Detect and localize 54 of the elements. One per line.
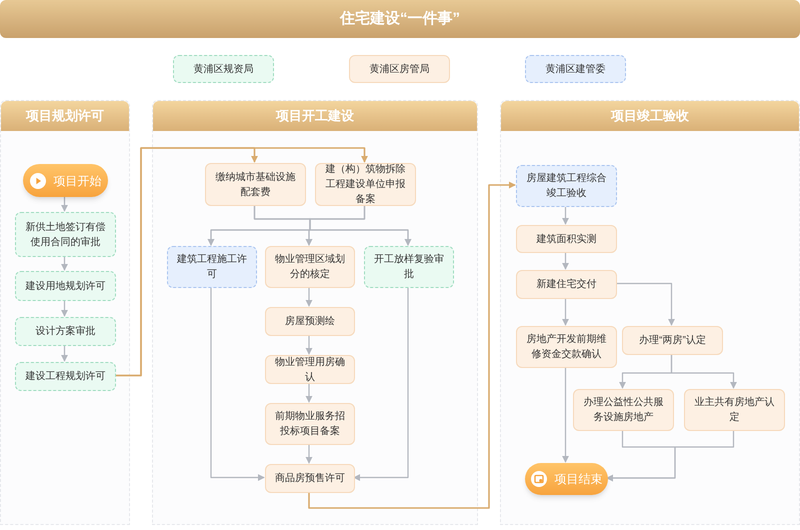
connector-arrow — [61, 256, 68, 271]
end-pill — [525, 463, 608, 495]
connector-arrow — [670, 354, 737, 389]
process-box: 建（构）筑物拆除工程建设单位申报备案 — [315, 163, 416, 206]
process-box: 办理公益性公共服务设施房地产 — [573, 389, 674, 431]
connector-arrow — [306, 287, 312, 307]
connector-arrow — [306, 383, 312, 403]
swimlane-panel — [152, 100, 478, 525]
pill-label: 项目开始 — [54, 172, 102, 190]
process-box: 房屋预测绘 — [265, 307, 355, 336]
connector-arrow — [562, 298, 569, 326]
title-bar: 住宅建设“一件事” — [0, 0, 800, 38]
connector-arrow — [309, 205, 412, 246]
connector-arrow — [210, 287, 265, 481]
connector-arrow — [616, 282, 675, 326]
connector-arrow — [306, 444, 312, 464]
connector-arrow — [562, 252, 569, 270]
process-box: 建筑工程施工许可 — [167, 246, 257, 288]
process-box: 房地产开发前期维修资金交款确认 — [516, 326, 617, 368]
process-box: 新供土地签订有偿使用合同的审批 — [15, 212, 116, 257]
connector-arrow — [308, 182, 516, 509]
process-box: 办理“两房”认定 — [622, 326, 723, 355]
panel-header: 项目竣工验收 — [501, 101, 799, 131]
connector-arrow — [61, 300, 68, 317]
connector-arrow — [606, 430, 734, 482]
panel-header: 项目开工建设 — [153, 101, 477, 131]
process-box: 前期物业服务招投标项目备案 — [265, 403, 355, 445]
process-box: 物业管理区域划分的核定 — [265, 246, 355, 288]
process-box: 商品房预售许可 — [265, 464, 355, 493]
connector-arrow — [61, 196, 68, 212]
panel-header: 项目规划许可 — [1, 101, 129, 131]
legend-label: 黄浦区房管局 — [370, 62, 430, 76]
connector-arrow — [306, 335, 312, 355]
process-box: 建设用地规划许可 — [15, 271, 116, 301]
swimlane-panel — [0, 100, 130, 525]
start-pill — [23, 164, 108, 197]
connector-arrow — [61, 345, 68, 362]
process-box: 开工放样复验审批 — [364, 246, 454, 288]
legend-label: 黄浦区规资局 — [194, 62, 254, 76]
process-box: 房屋建筑工程综合竣工验收 — [516, 165, 617, 207]
process-box: 设计方案审批 — [15, 317, 116, 346]
process-box: 物业管理用房确认 — [265, 355, 355, 384]
connector-arrow — [353, 287, 409, 481]
swimlane-panel — [500, 100, 800, 525]
process-box: 业主共有房地产认定 — [684, 389, 785, 431]
process-box: 建筑面积实测 — [516, 225, 617, 253]
process-box: 建设工程规划许可 — [15, 362, 116, 391]
process-box: 新建住宅交付 — [516, 270, 617, 299]
process-box: 缴纳城市基础设施配套费 — [205, 163, 306, 206]
connector-arrow — [115, 147, 368, 376]
connector-arrow — [562, 206, 569, 225]
connector-arrow — [562, 367, 569, 463]
legend-label: 黄浦区建管委 — [546, 62, 606, 76]
pill-label: 项目结束 — [554, 471, 602, 488]
